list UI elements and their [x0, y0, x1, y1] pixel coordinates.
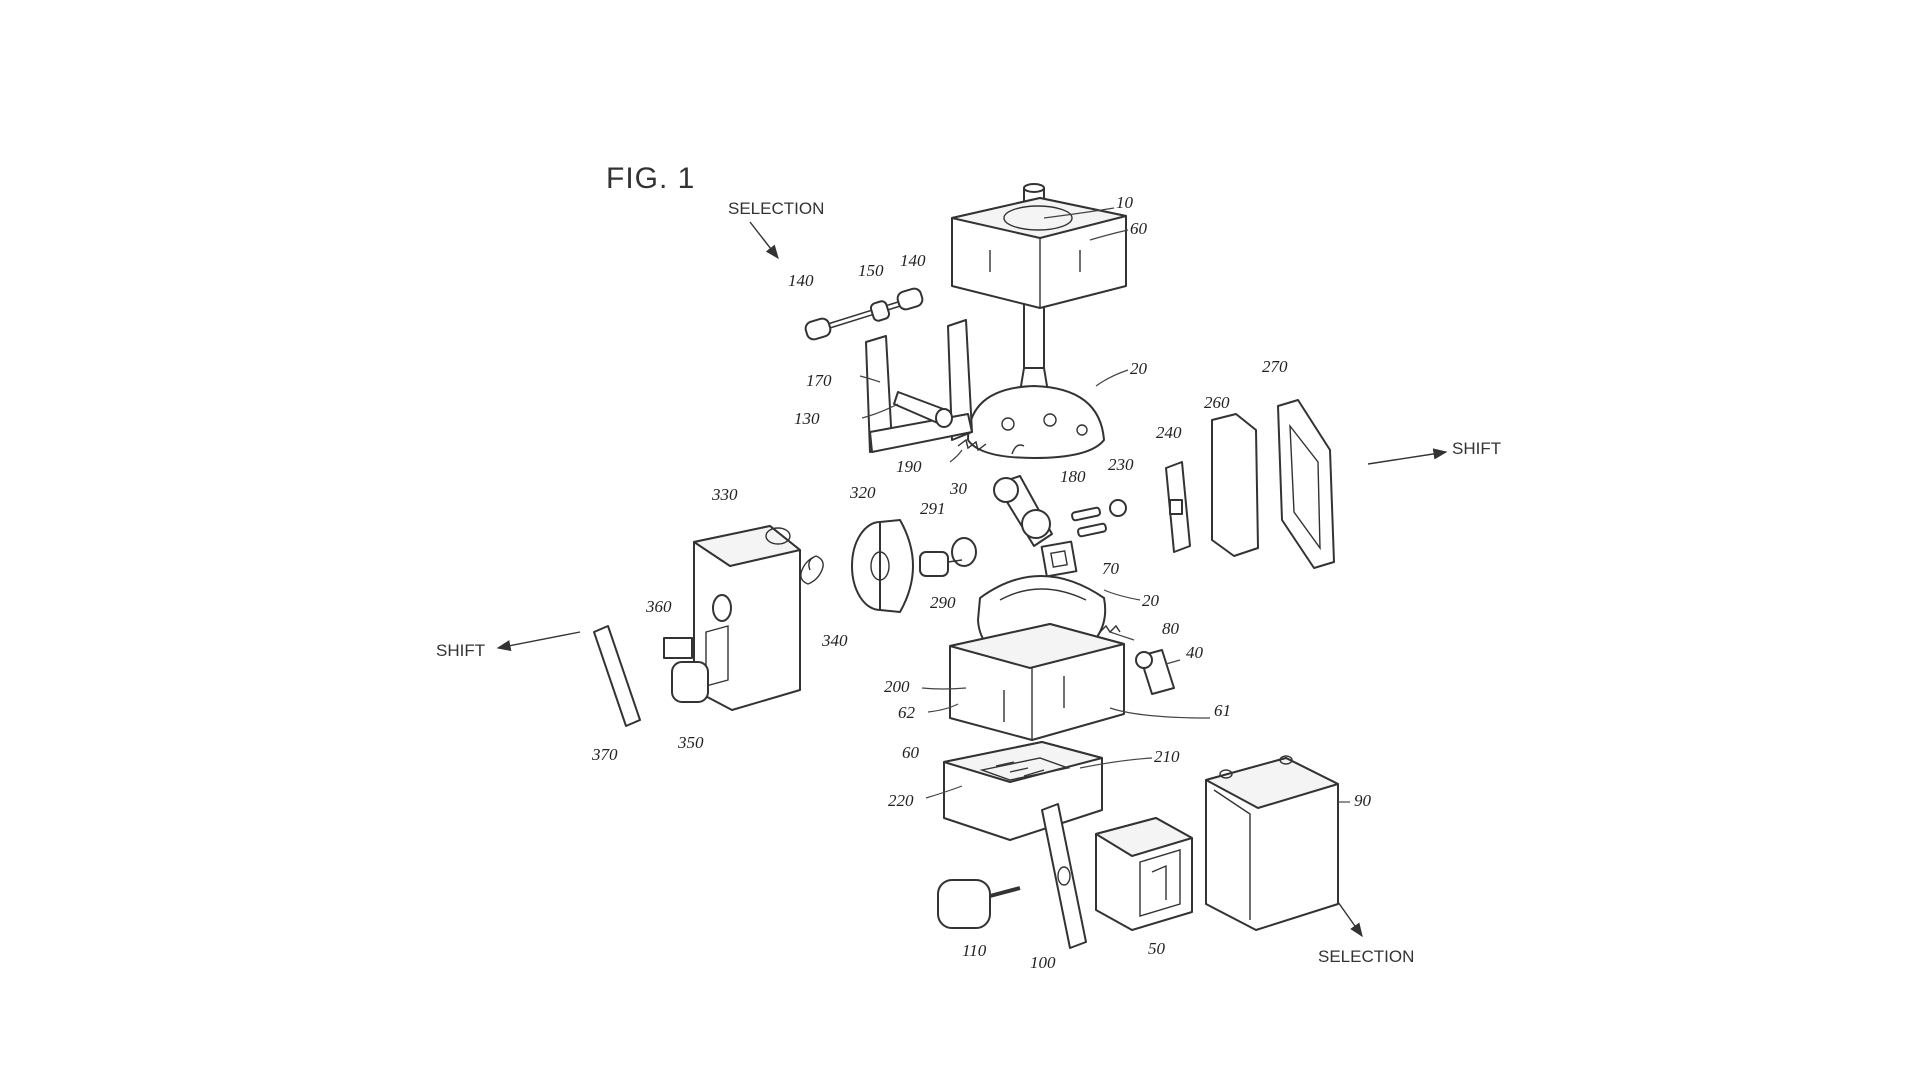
ref-240: 240	[1156, 423, 1182, 442]
ref-291: 291	[920, 499, 946, 518]
ref-40: 40	[1186, 643, 1204, 662]
part-360-350-block	[663, 637, 709, 703]
ref-340: 340	[821, 631, 848, 650]
part-260-pad	[1211, 413, 1259, 557]
figure-title: FIG. 1	[606, 162, 696, 195]
selection-label-bottom: SELECTION	[1318, 947, 1414, 966]
ref-61: 61	[1214, 701, 1231, 720]
part-330-housing	[693, 525, 801, 711]
ref-10: 10	[1116, 193, 1134, 212]
ref-200: 200	[884, 677, 910, 696]
ref-100: 100	[1030, 953, 1056, 972]
ref-210: 210	[1154, 747, 1180, 766]
ref-60-lower: 60	[902, 743, 920, 762]
shift-label-left: SHIFT	[436, 641, 485, 660]
part-70-pin	[1077, 522, 1107, 538]
part-20-upper-dome	[967, 367, 1105, 459]
ref-350: 350	[677, 733, 704, 752]
ref-20-lower: 20	[1142, 591, 1160, 610]
ref-360: 360	[645, 597, 672, 616]
ref-190: 190	[896, 457, 922, 476]
ref-110: 110	[962, 941, 987, 960]
part-50-block	[1095, 817, 1193, 931]
part-130-pin	[893, 391, 953, 428]
leader-lines	[859, 207, 1350, 803]
ref-320: 320	[849, 483, 876, 502]
part-270-frame	[1277, 399, 1335, 569]
part-110-knob	[937, 879, 1021, 929]
part-140-150-roller-shaft	[804, 287, 924, 341]
ref-260: 260	[1204, 393, 1230, 412]
part-170-fork	[865, 319, 973, 453]
shift-arrow-left: SHIFT	[436, 631, 581, 660]
ref-80: 80	[1162, 619, 1180, 638]
part-190-spring	[957, 438, 987, 452]
part-40-detent	[1135, 649, 1175, 695]
selection-label-top: SELECTION	[728, 199, 824, 218]
reference-numerals: 10 60 20 140 150 140 170 130 190 270 260…	[591, 193, 1372, 972]
part-180-pin	[1071, 506, 1101, 522]
ref-90: 90	[1354, 791, 1372, 810]
part-240-plate	[1165, 461, 1191, 553]
part-291-290-stud	[919, 537, 977, 577]
ref-50: 50	[1148, 939, 1166, 958]
ref-130: 130	[794, 409, 820, 428]
ref-270: 270	[1262, 357, 1288, 376]
part-340-spring	[800, 555, 824, 585]
part-230-nut	[1109, 499, 1127, 517]
ref-20-upper: 20	[1130, 359, 1148, 378]
ref-60-upper: 60	[1130, 219, 1148, 238]
ref-140-right: 140	[900, 251, 926, 270]
part-30-rod	[993, 475, 1078, 578]
shift-arrow-right: SHIFT	[1367, 439, 1501, 465]
part-100-plate	[1041, 803, 1087, 949]
ref-70: 70	[1102, 559, 1120, 578]
shift-label-right: SHIFT	[1452, 439, 1501, 458]
part-370-plate	[593, 625, 641, 727]
ref-230: 230	[1108, 455, 1134, 474]
ref-370: 370	[591, 745, 618, 764]
part-60-lower-housing	[949, 623, 1125, 741]
ref-290: 290	[930, 593, 956, 612]
selection-arrow-bottom: SELECTION	[1318, 901, 1414, 966]
ref-170: 170	[806, 371, 832, 390]
ref-330: 330	[711, 485, 738, 504]
ref-220: 220	[888, 791, 914, 810]
ref-150: 150	[858, 261, 884, 280]
ref-30: 30	[949, 479, 968, 498]
ref-180: 180	[1060, 467, 1086, 486]
part-320-roller	[851, 519, 914, 613]
ref-62: 62	[898, 703, 916, 722]
part-60-upper-bracket	[951, 197, 1127, 309]
part-90-cover	[1205, 755, 1339, 931]
part-220-base	[943, 741, 1103, 841]
ref-140-left: 140	[788, 271, 814, 290]
selection-arrow-top: SELECTION	[728, 199, 824, 260]
